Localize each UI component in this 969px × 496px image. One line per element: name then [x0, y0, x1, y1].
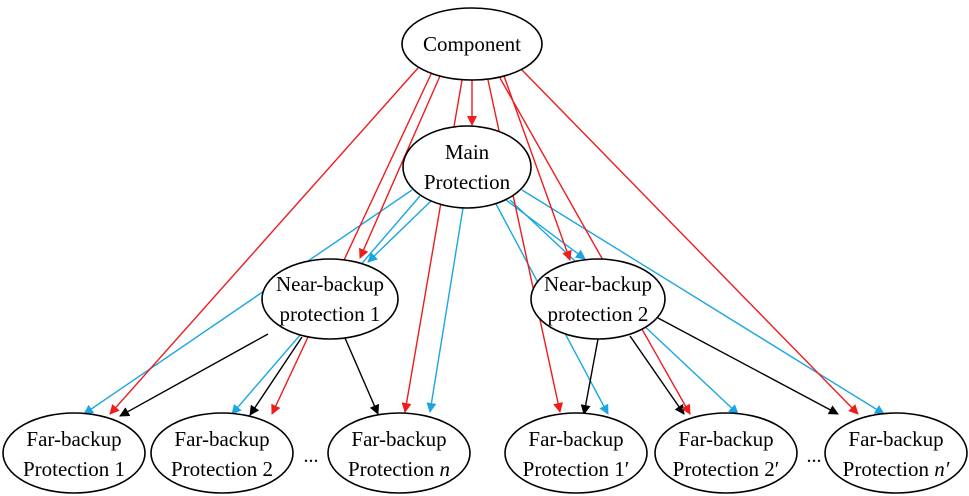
node-far-backup-n: Far-backup Protection n	[327, 412, 471, 494]
edge-main-to-nb2-blue	[505, 199, 586, 260]
node-nb2-shape	[530, 258, 666, 340]
node-main-protection: Main Protection	[402, 125, 532, 209]
node-nb1-label-line2: protection 1	[280, 302, 381, 326]
edge-main-to-f1-blue	[83, 189, 413, 415]
node-nb1-shape	[261, 258, 399, 340]
node-f1-label-line1: Far-backup	[26, 427, 121, 451]
node-far-backup-2-prime: Far-backup Protection 2′	[654, 412, 798, 494]
node-component: Component	[401, 7, 543, 81]
edge-component-to-nb2-red	[503, 75, 572, 261]
node-far-backup-1-prime: Far-backup Protection 1′	[504, 412, 648, 494]
node-f1-shape	[2, 412, 146, 494]
edges	[83, 67, 885, 417]
edge-nb2-to-f1p-black	[580, 338, 599, 415]
ellipsis-left: ...	[304, 445, 319, 467]
node-f2-label-line1: Far-backup	[174, 427, 269, 451]
edge-nb1-to-f1-black	[119, 333, 269, 417]
edge-main-to-fn-blue	[426, 207, 464, 413]
node-nb2-label-line2: protection 2	[548, 302, 649, 326]
node-fnp-shape	[824, 412, 968, 494]
node-f2-shape	[150, 412, 294, 494]
edge-component-to-f1-red	[109, 67, 419, 415]
node-main-shape	[402, 125, 532, 209]
node-component-shape	[401, 7, 543, 81]
edge-component-to-f2p-red	[499, 77, 691, 415]
node-f2p-label-line2: Protection 2′	[673, 457, 780, 481]
node-near-backup-2: Near-backup protection 2	[530, 258, 666, 340]
node-main-label-line1: Main	[445, 140, 490, 164]
node-fnp-label-line2: Protection n′	[843, 457, 950, 481]
node-f1p-shape	[504, 412, 648, 494]
node-component-label: Component	[423, 32, 521, 56]
node-fn-label-line2: Protection n	[348, 457, 450, 481]
node-nb2-label-line1: Near-backup	[544, 272, 652, 296]
node-f1-label-line2: Protection 1	[23, 457, 125, 481]
node-f1p-label-line2: Protection 1′	[523, 457, 630, 481]
nodes: Component Main Protection Near-backup pr…	[2, 7, 968, 494]
edge-component-to-f2-red	[271, 71, 433, 415]
node-f1p-label-line1: Far-backup	[528, 427, 623, 451]
node-far-backup-n-prime: Far-backup Protection n′	[824, 412, 968, 494]
edge-nb2-to-f2p-black	[629, 335, 685, 415]
node-f2p-shape	[654, 412, 798, 494]
edge-main-to-nb1-blue	[367, 199, 433, 263]
node-near-backup-1: Near-backup protection 1	[261, 258, 399, 340]
node-main-label-line2: Protection	[424, 170, 511, 194]
node-far-backup-2: Far-backup Protection 2	[150, 412, 294, 494]
edge-nb1-to-fn-black	[344, 337, 380, 415]
node-fn-label-line1: Far-backup	[351, 427, 446, 451]
edge-nb2-to-fnp-black	[657, 317, 839, 415]
ellipsis-right: ...	[807, 445, 822, 467]
edge-component-to-fnp-red	[521, 69, 859, 415]
node-nb1-label-line1: Near-backup	[276, 272, 384, 296]
node-f2-label-line2: Protection 2	[171, 457, 273, 481]
node-far-backup-1: Far-backup Protection 1	[2, 412, 146, 494]
node-fnp-label-line1: Far-backup	[848, 427, 943, 451]
node-fn-shape	[327, 412, 471, 494]
edge-nb1-to-f2-black	[249, 336, 303, 416]
edge-main-to-fnp-blue	[521, 189, 885, 415]
edge-component-to-nb1-red	[359, 75, 441, 259]
node-f2p-label-line1: Far-backup	[678, 427, 773, 451]
